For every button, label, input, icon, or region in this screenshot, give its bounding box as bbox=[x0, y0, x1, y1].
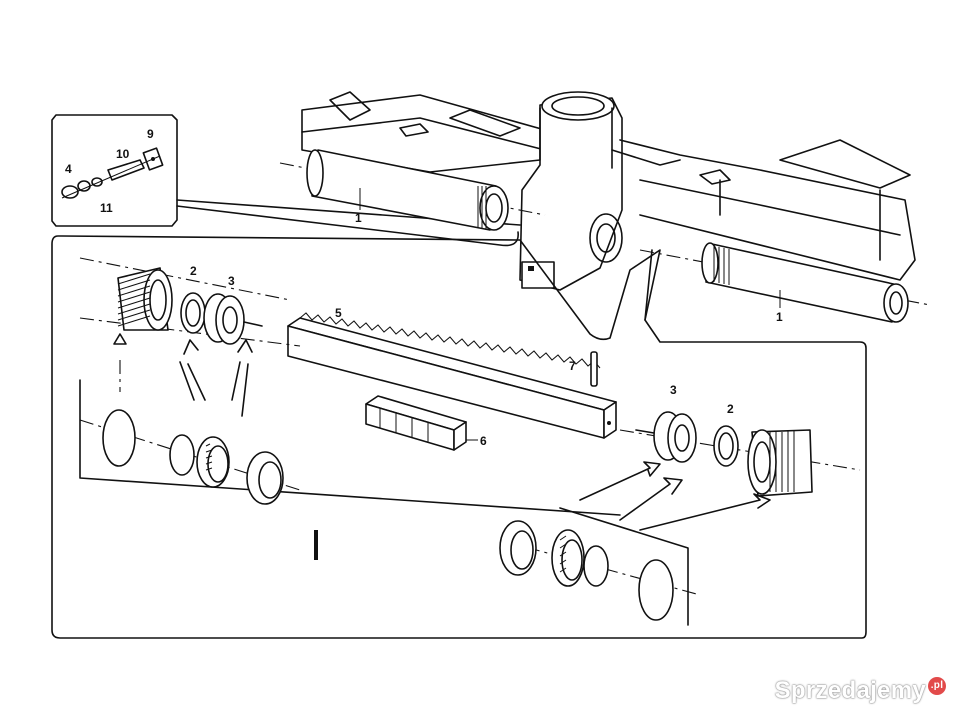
callout-10: 10 bbox=[116, 147, 130, 161]
lower-right-ring-set bbox=[499, 507, 701, 626]
exploded-view-frame bbox=[51, 235, 867, 639]
callout-6: 6 bbox=[480, 434, 487, 448]
callout-3-left: 3 bbox=[228, 274, 235, 288]
lower-left-ring-set bbox=[79, 379, 621, 560]
slide-block-part: 6 bbox=[365, 395, 487, 451]
callout-1-right: 1 bbox=[776, 310, 783, 324]
callout-9: 9 bbox=[147, 127, 154, 141]
callout-2-right: 2 bbox=[727, 402, 734, 416]
callout-7: 7 bbox=[569, 359, 576, 373]
callout-4: 4 bbox=[65, 162, 72, 176]
callout-1-upper-left: 1 bbox=[355, 211, 362, 225]
callout-11: 11 bbox=[100, 201, 113, 215]
axle-housing-frame bbox=[301, 91, 916, 291]
axle-tube-right-part: 1 bbox=[639, 242, 931, 324]
inset-detail: 4 10 9 11 bbox=[51, 114, 521, 247]
callout-5: 5 bbox=[335, 306, 342, 320]
axle-tube-left-part: 1 bbox=[279, 149, 546, 231]
callout-2-left: 2 bbox=[190, 264, 197, 278]
rack-bar-part: 5 bbox=[287, 306, 617, 439]
pin-part: 7 bbox=[569, 351, 598, 387]
watermark-badge: .pl bbox=[928, 677, 946, 695]
right-bearing-group: 3 2 bbox=[579, 383, 861, 531]
left-bearing-group: 2 3 bbox=[79, 257, 301, 417]
watermark-logo: Sprzedajemy.pl bbox=[775, 677, 946, 705]
watermark-text: Sprzedajemy bbox=[774, 677, 926, 704]
pin-assembly-part bbox=[61, 147, 164, 199]
callout-3-right: 3 bbox=[670, 383, 677, 397]
